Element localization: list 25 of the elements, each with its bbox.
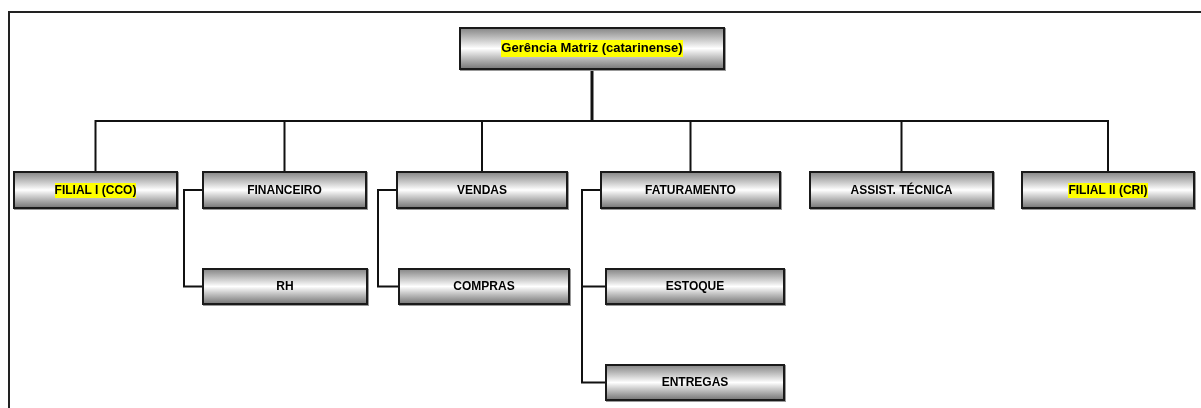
org-box [809,171,994,209]
box-label: ASSIST. TÉCNICA [850,182,953,198]
box-label: FATURAMENTO [645,182,736,198]
org-box [605,364,785,401]
org-box [202,268,368,305]
connector-line [377,189,399,288]
box-label: COMPRAS [453,279,515,294]
box-label: FILIAL I (CCO) [54,182,137,198]
org-box [202,171,367,209]
connector-line [183,189,203,288]
org-box [600,171,781,209]
box-label: RH [276,279,294,294]
org-box [396,171,568,209]
org-box [605,268,785,305]
org-box [398,268,570,305]
box-label: ENTREGAS [661,375,729,390]
box-label: Gerência Matriz (catarinense) [501,40,683,57]
org-box [459,27,725,70]
box-label: FILIAL II (CRI) [1068,182,1148,198]
org-box [1021,171,1195,209]
org-box [13,171,178,209]
box-label: ESTOQUE [665,279,725,294]
box-label: VENDAS [457,182,507,198]
connector-line [581,189,606,384]
box-label: FINANCEIRO [247,182,322,198]
